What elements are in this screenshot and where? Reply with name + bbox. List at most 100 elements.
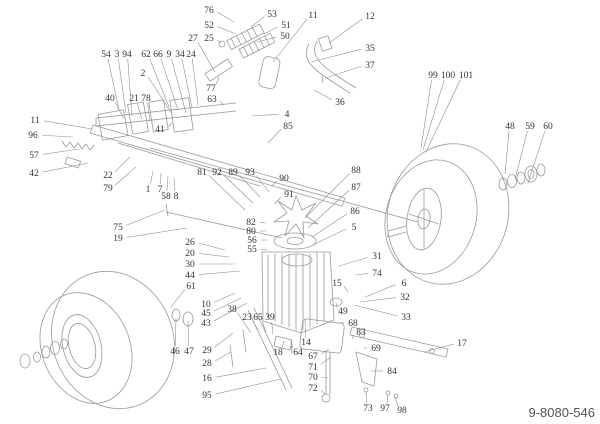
callout-8: 8 xyxy=(173,177,179,202)
support-bar xyxy=(349,326,449,358)
axle-frame xyxy=(89,102,419,239)
leader-line xyxy=(386,394,389,404)
callout-label: 1 xyxy=(146,185,151,195)
callout-label: 95 xyxy=(202,391,212,401)
plate xyxy=(127,101,149,135)
callout-29: 29 xyxy=(202,332,234,356)
callout-label: 101 xyxy=(459,71,474,81)
callout-84: 84 xyxy=(371,367,397,377)
callout-45: 45 xyxy=(201,297,242,319)
callout-93: 93 xyxy=(245,168,270,193)
drive-pulley xyxy=(273,232,317,250)
callout-label: 88 xyxy=(351,166,361,176)
callout-label: 77 xyxy=(206,84,216,94)
callout-58: 58 xyxy=(161,175,171,202)
callout-label: 73 xyxy=(363,404,373,414)
leader-line xyxy=(198,253,230,258)
leader-line xyxy=(272,18,308,63)
leader-line xyxy=(328,18,363,44)
callout-89: 89 xyxy=(228,168,261,198)
callout-label: 47 xyxy=(184,347,194,357)
callout-5: 5 xyxy=(312,223,357,246)
callout-94: 94 xyxy=(122,50,133,117)
callout-label: 31 xyxy=(372,252,382,262)
callout-52: 52 xyxy=(204,21,237,35)
leader-line xyxy=(115,166,137,186)
callout-label: 50 xyxy=(280,32,290,42)
callout-label: 38 xyxy=(227,305,237,315)
leader-line xyxy=(365,391,368,404)
leader-line xyxy=(127,58,133,117)
leader-line xyxy=(43,120,93,130)
serrated-strip xyxy=(204,58,233,82)
leader-line xyxy=(320,390,326,395)
leader-line xyxy=(223,175,254,204)
washer xyxy=(60,338,68,350)
callout-91: 91 xyxy=(273,190,294,205)
callout-label: 48 xyxy=(505,122,515,132)
callout-101: 101 xyxy=(425,71,474,153)
pin xyxy=(165,203,169,217)
callout-86: 86 xyxy=(311,207,360,238)
leader-line xyxy=(173,177,176,192)
callout-83: 83 xyxy=(351,328,366,340)
leader-line xyxy=(187,320,190,347)
callout-44: 44 xyxy=(185,270,241,281)
callout-label: 11 xyxy=(30,116,39,126)
leader-line xyxy=(237,312,252,334)
leader-line xyxy=(217,39,222,44)
leader-line xyxy=(42,148,80,155)
callout-label: 55 xyxy=(247,245,257,255)
callout-label: 68 xyxy=(348,319,358,329)
leader-line xyxy=(514,130,528,180)
component-box xyxy=(299,318,345,354)
callout-82: 82 xyxy=(246,218,267,228)
callout-label: 79 xyxy=(103,184,113,194)
leader-line xyxy=(255,175,270,193)
leader-line xyxy=(217,26,237,35)
leader-line xyxy=(321,348,330,355)
washer xyxy=(33,351,41,363)
callout-label: 11 xyxy=(308,11,317,21)
callout-label: 21 xyxy=(129,94,139,104)
left-hub-inner xyxy=(67,323,97,369)
callout-label: 22 xyxy=(103,171,113,181)
leader-line xyxy=(198,270,241,275)
right-tire-outer xyxy=(386,143,510,285)
left-tire-outer xyxy=(51,270,175,410)
right-wheel xyxy=(384,143,510,285)
leader-line xyxy=(259,222,267,224)
leader-line xyxy=(42,162,89,173)
link-rod xyxy=(325,351,331,395)
callout-11: 11 xyxy=(30,116,93,130)
washer xyxy=(507,174,517,188)
callout-label: 83 xyxy=(356,328,366,338)
callout-label: 51 xyxy=(281,21,291,31)
callout-53: 53 xyxy=(250,10,277,28)
leader-line xyxy=(324,66,362,79)
pedal-pad xyxy=(258,56,281,89)
callout-15: 15 xyxy=(332,279,349,293)
leader-line xyxy=(364,284,396,298)
callout-6: 6 xyxy=(364,279,407,298)
leader-line xyxy=(343,285,349,293)
callout-label: 99 xyxy=(428,71,438,81)
leader-line xyxy=(313,89,332,101)
callout-label: 30 xyxy=(185,260,195,270)
transaxle xyxy=(261,195,335,334)
left-axle-parts xyxy=(19,338,68,369)
callout-23: 23 xyxy=(242,313,259,331)
callout-label: 76 xyxy=(204,6,214,16)
left-wheel xyxy=(39,270,175,410)
callout-label: 10 xyxy=(201,300,211,310)
callout-75: 75 xyxy=(113,209,166,233)
serrated-strip xyxy=(226,23,265,51)
spacer xyxy=(329,297,343,307)
leader-line xyxy=(312,228,346,246)
fastener xyxy=(363,387,369,393)
plate xyxy=(169,97,194,133)
leader-line xyxy=(311,213,348,238)
leader-line xyxy=(354,273,369,276)
callout-92: 92 xyxy=(212,168,254,204)
